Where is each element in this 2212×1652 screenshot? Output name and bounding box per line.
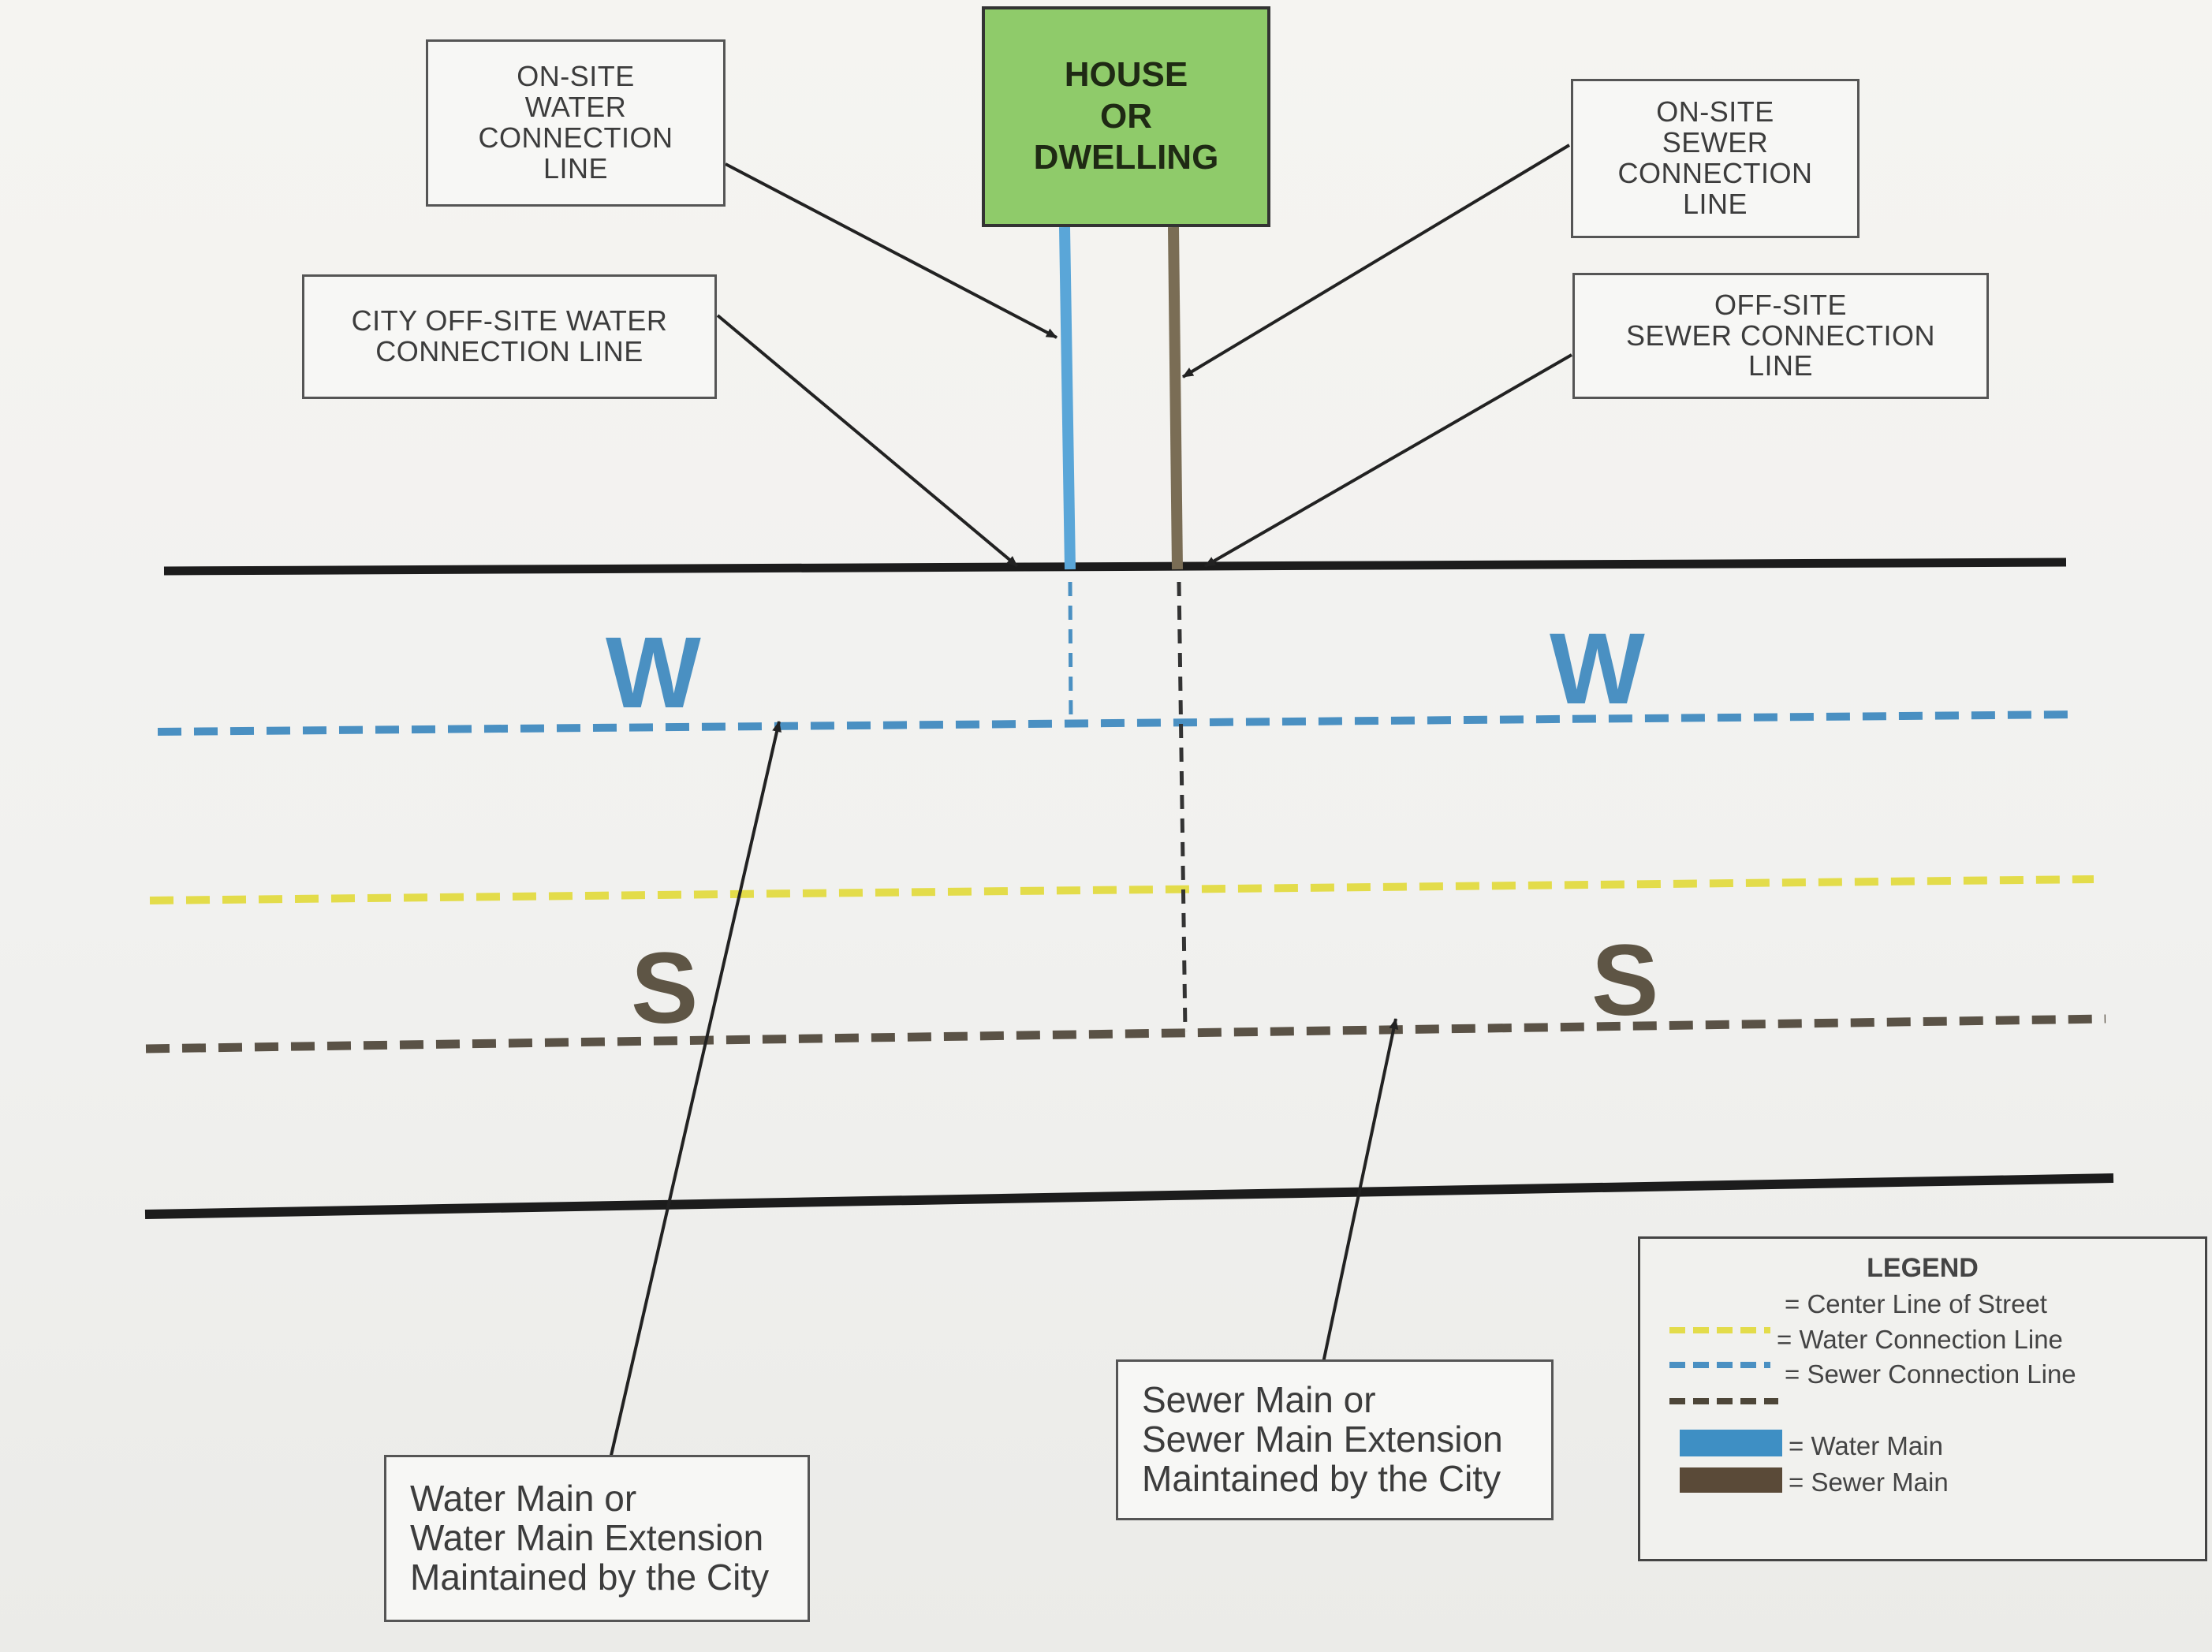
house-label-line: DWELLING [1033,138,1219,177]
legend-item-water-connection: = Water Connection Line [1777,1325,2063,1354]
water-main-label: Water Main or Water Main Extension Maint… [384,1455,810,1622]
sewer-main-letter: S [1591,924,1659,1037]
offsite-sewer-label: OFF-SITE SEWER CONNECTION LINE [1572,273,1989,399]
water-main-letter: W [1550,613,1645,725]
house-label-line: HOUSE [1064,54,1188,94]
house-label-line: OR [1100,96,1152,136]
street-center-line [149,875,2094,904]
onsite-water-line [1059,226,1076,570]
legend-swatches [1669,1327,1782,1493]
city-offsite-water-leader [716,314,1019,568]
sewer-main-leader [1322,1018,1399,1363]
legend-item-sewer-connection: = Sewer Connection Line [1785,1359,2076,1389]
legend-title: LEGEND [1867,1253,1979,1283]
onsite-water-leader [725,162,1058,339]
onsite-sewer-leader [1181,144,1571,379]
offsite-sewer-line [1177,581,1188,1032]
legend-water-main-swatch [1680,1430,1782,1456]
sewer-main-line [145,1014,2106,1053]
onsite-water-label: ON-SITE WATER CONNECTION LINE [426,39,726,207]
legend-item-water-main: = Water Main [1789,1431,1943,1460]
legend: LEGEND = Center Line of Street = Water C… [1638,1236,2207,1561]
city-offsite-water-label: CITY OFF-SITE WATER CONNECTION LINE [302,274,717,399]
water-main-line [157,710,2079,736]
offsite-sewer-leader [1204,353,1572,568]
legend-item-centerline: = Center Line of Street [1785,1289,2047,1318]
house-box: HOUSE OR DWELLING [982,6,1270,227]
water-main-letter: W [606,617,701,729]
onsite-sewer-label: ON-SITE SEWER CONNECTION LINE [1571,79,1859,238]
street-edge-top [163,558,2067,576]
sewer-main-letter: S [631,932,699,1045]
onsite-sewer-line [1168,226,1183,570]
legend-item-sewer-main: = Sewer Main [1789,1467,1949,1497]
water-main-leader [609,721,781,1460]
legend-sewer-main-swatch [1680,1467,1782,1493]
street-edge-bottom [144,1173,2114,1219]
offsite-water-line [1068,581,1073,723]
sewer-main-label: Sewer Main or Sewer Main Extension Maint… [1116,1359,1554,1520]
